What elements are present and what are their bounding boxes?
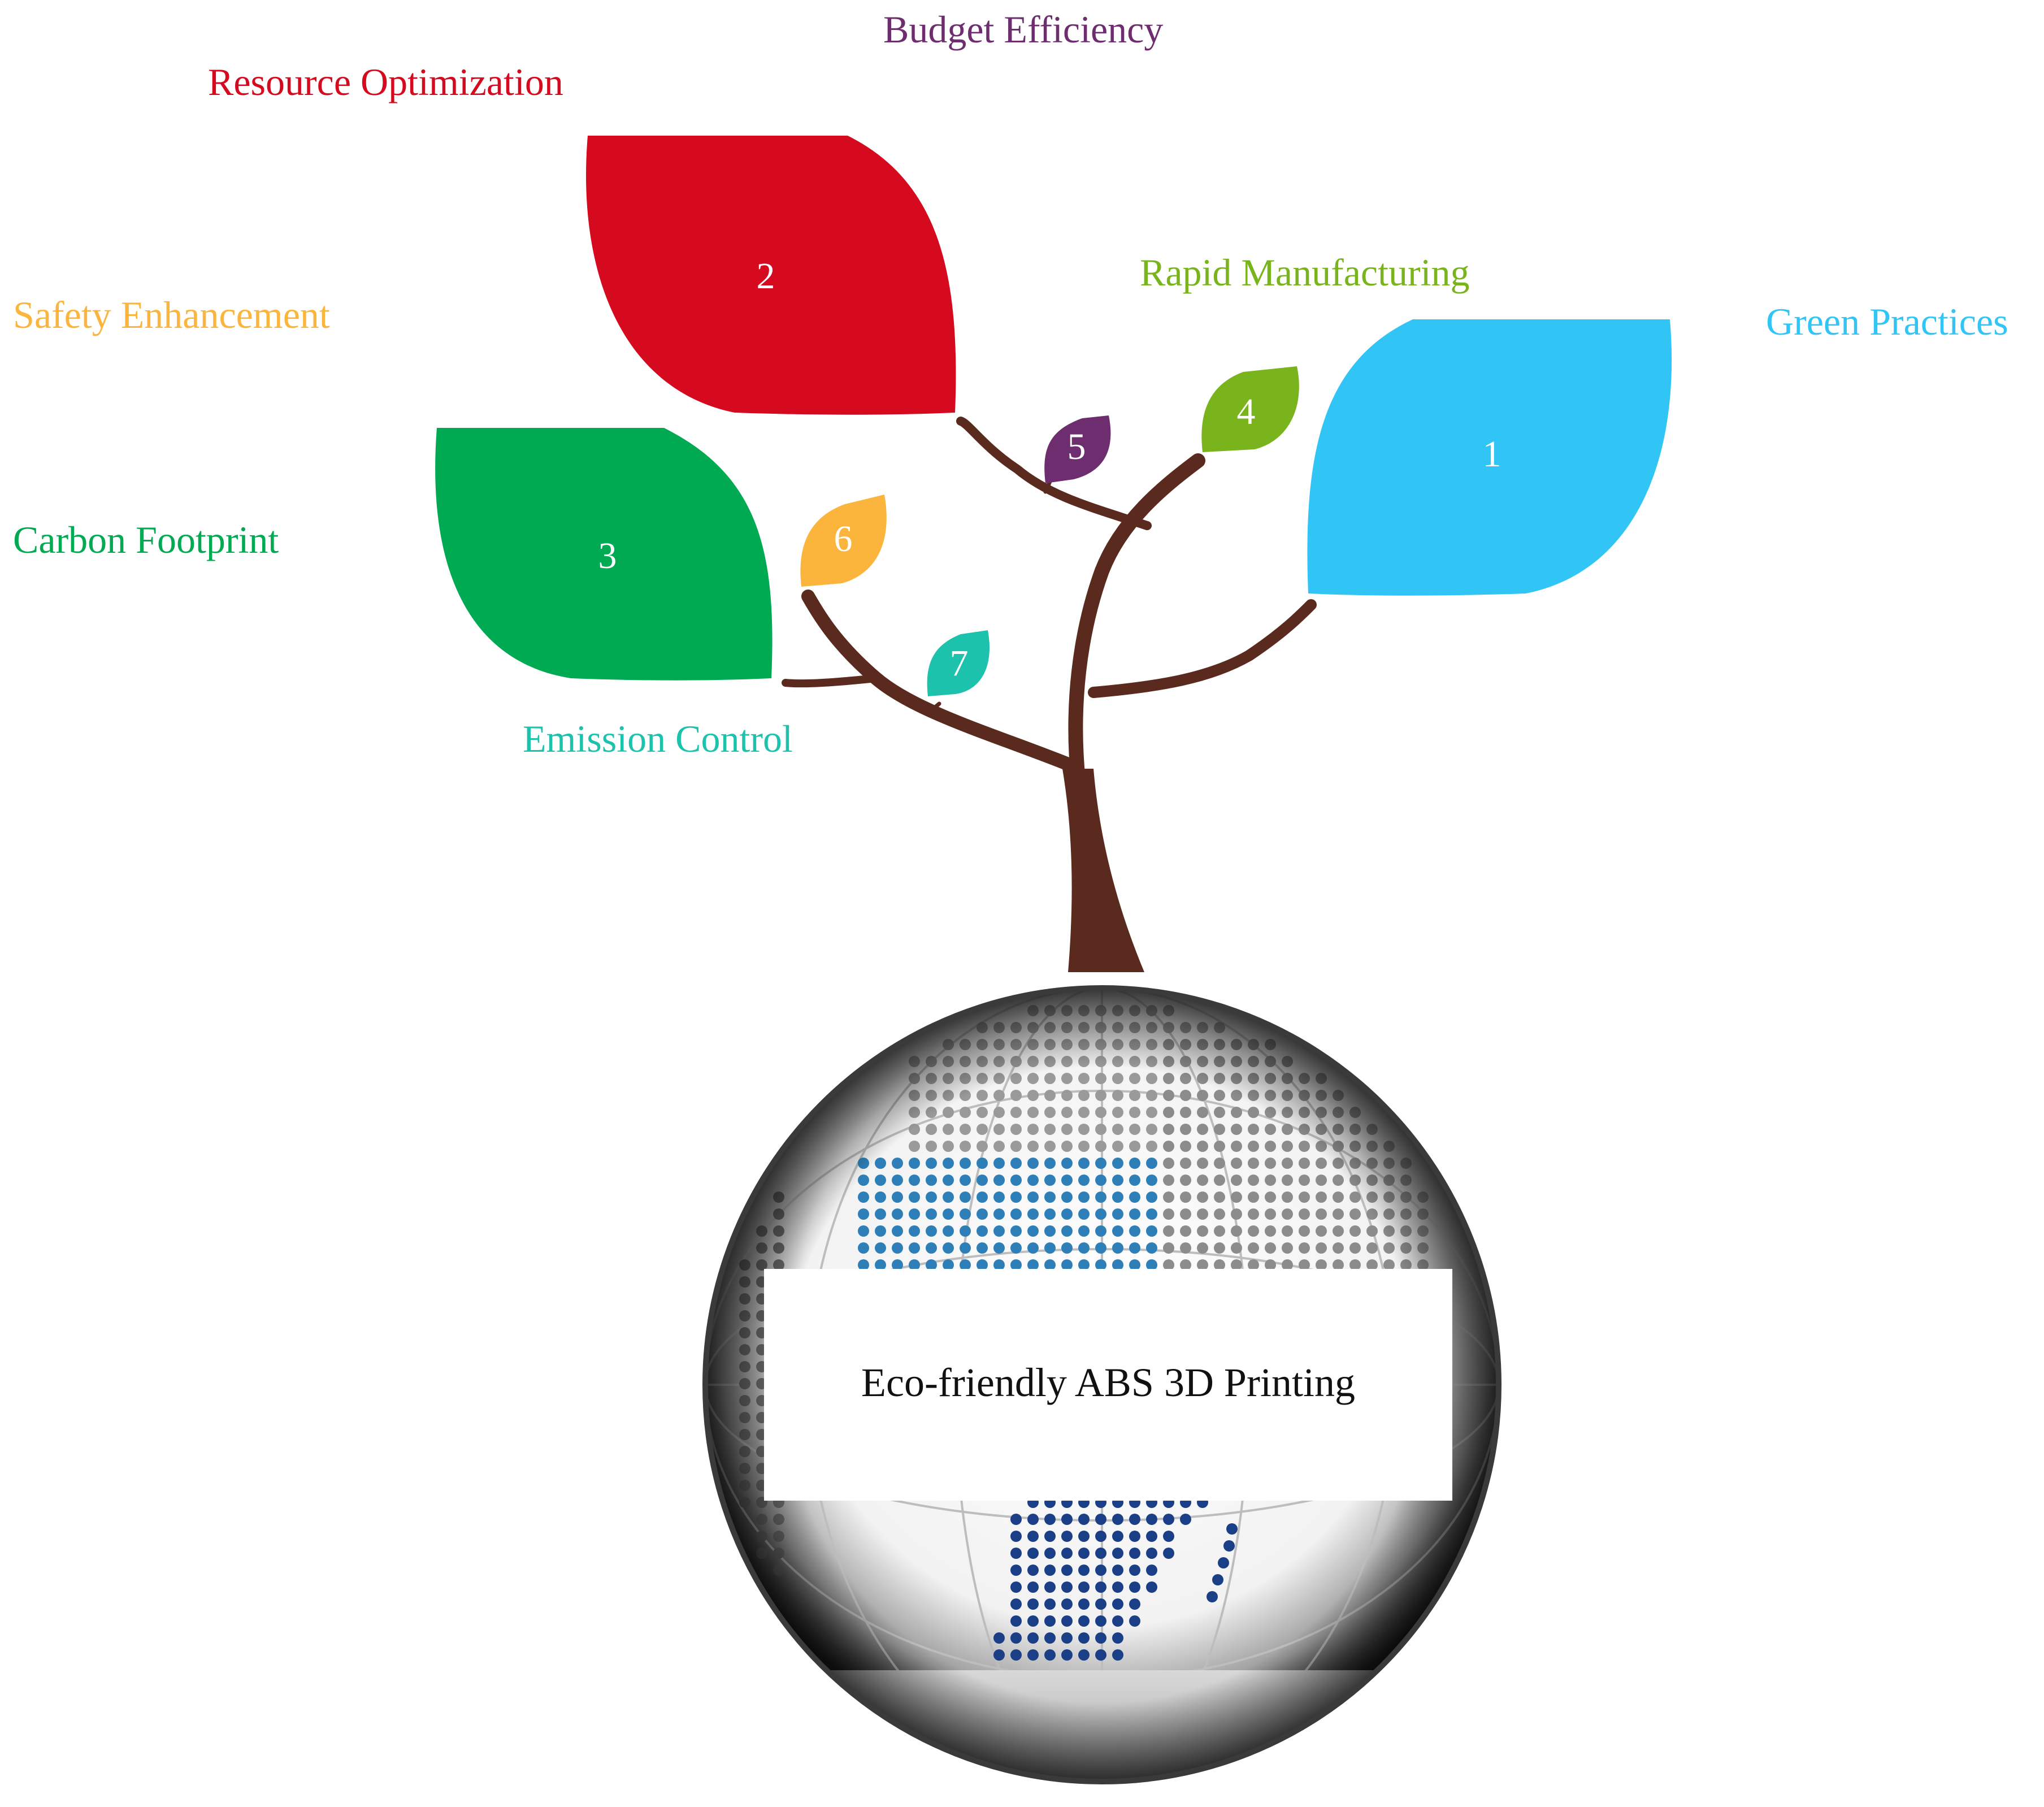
twig-2 xyxy=(930,701,941,712)
center-title-box: Eco-friendly ABS 3D Printing xyxy=(764,1269,1452,1501)
leaf-3: 3 xyxy=(435,428,773,681)
label-budget-efficiency: Budget Efficiency xyxy=(883,8,1163,51)
svg-text:7: 7 xyxy=(950,643,969,684)
label-green-practices: Green Practices xyxy=(1766,300,2008,343)
leaf-6: 6 xyxy=(800,495,887,587)
leaf-7: 7 xyxy=(927,630,990,696)
leaf-4: 4 xyxy=(1201,366,1299,452)
twig-3 xyxy=(1213,665,1222,675)
svg-text:1: 1 xyxy=(1483,434,1501,475)
branch-right xyxy=(1088,599,1317,698)
label-carbon-footprint: Carbon Footprint xyxy=(13,518,279,561)
svg-text:4: 4 xyxy=(1237,391,1256,432)
branch-main xyxy=(1068,453,1205,787)
svg-text:2: 2 xyxy=(757,255,775,297)
branch-left-small xyxy=(782,674,880,688)
center-title: Eco-friendly ABS 3D Printing xyxy=(861,1360,1355,1405)
label-emission-control: Emission Control xyxy=(523,717,793,760)
label-safety-enhancement: Safety Enhancement xyxy=(13,293,330,336)
svg-text:5: 5 xyxy=(1067,426,1086,467)
svg-text:6: 6 xyxy=(834,518,853,560)
leaf-5: 5 xyxy=(1044,415,1111,483)
leaf-1: 1 xyxy=(1307,319,1672,596)
twig-1 xyxy=(1043,479,1052,494)
branch-upper xyxy=(956,417,1152,530)
svg-text:3: 3 xyxy=(598,535,617,577)
tree-icon xyxy=(782,417,1317,972)
label-resource-optimization: Resource Optimization xyxy=(208,60,563,103)
leaf-2: 2 xyxy=(586,136,956,415)
label-rapid-manufacturing: Rapid Manufacturing xyxy=(1140,251,1470,294)
tree-trunk xyxy=(1062,769,1144,972)
branch-left xyxy=(801,590,1075,771)
